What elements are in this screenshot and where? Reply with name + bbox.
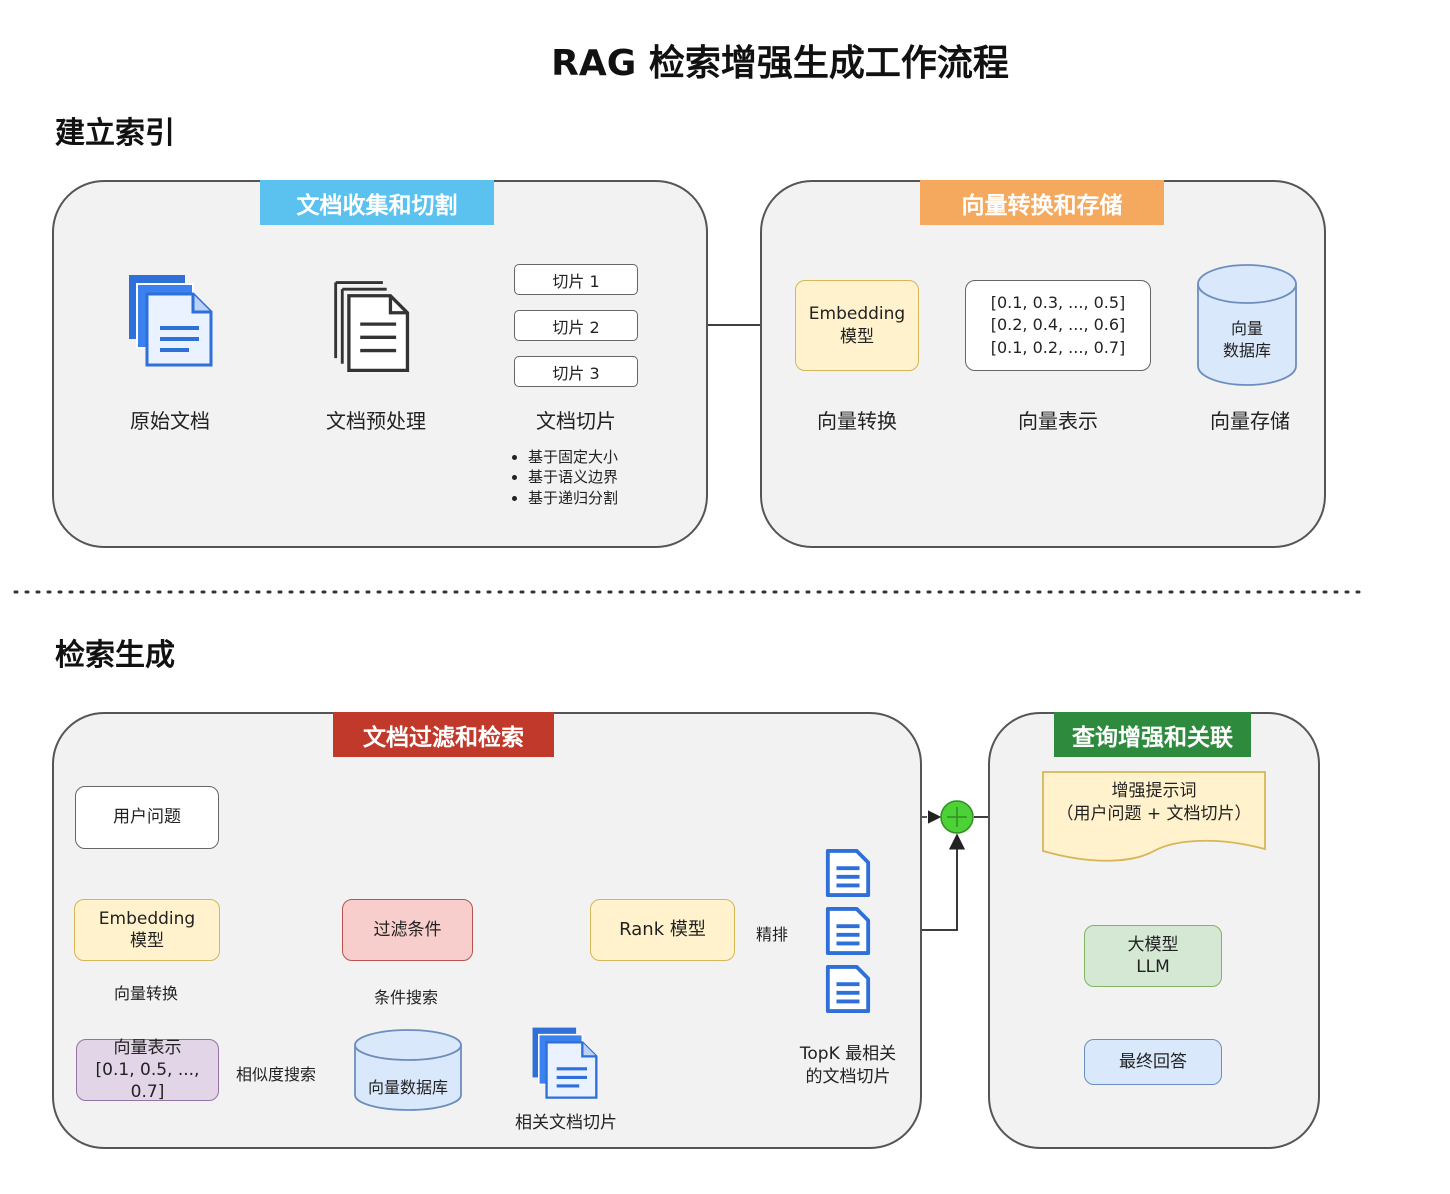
section-heading-indexing: 建立索引 [55,116,175,151]
vector-representation-label: 向量表示 [1018,409,1098,433]
topk-label-line: 的文档切片 [805,1066,891,1087]
vector-conversion-label: 向量转换 [817,409,897,433]
panel-title-query-augmentation: 查询增强和关联 [1054,712,1251,757]
raw-document-icon [129,275,213,367]
preprocess-documents-icon [334,281,410,373]
edge-label-rerank: 精排 [754,921,791,945]
embedding-model-line: 模型 [130,931,164,951]
page-title: RAG 检索增强生成工作流程 [551,43,1009,84]
topk-label: TopK 最相关 的文档切片 [778,1043,918,1089]
chunk-2: 切片 2 [514,310,638,341]
related-chunks-icon [532,1027,598,1099]
augmented-prompt-shape [1042,771,1266,862]
embedding-model-line: 模型 [840,326,874,347]
chunk-3: 切片 3 [514,356,638,387]
vector-representation-box: [0.1, 0.3, ..., 0.5] [0.2, 0.4, ..., 0.6… [965,280,1151,371]
retrieval-vector-database-cylinder [354,1029,462,1111]
section-heading-retrieval: 检索生成 [55,638,175,673]
chunk-method-item: 基于语义边界 [528,467,670,487]
query-vector-line: [0.1, 0.5, ..., 0.7] [95,1059,200,1103]
topk-document-icon [825,907,871,955]
topk-label-line: TopK 最相关 [799,1044,897,1064]
embedding-model-box: Embedding 模型 [795,280,919,371]
user-question-box: 用户问题 [75,786,219,849]
preprocess-label: 文档预处理 [326,409,426,433]
edge-label-vector-conversion: 向量转换 [112,980,181,1004]
related-chunks-label: 相关文档切片 [515,1113,617,1133]
chunks-label: 文档切片 [536,409,616,433]
edge-label-similarity-search: 相似度搜索 [234,1061,319,1085]
embedding-model-line: Embedding [808,304,906,325]
llm-box: 大模型 LLM [1084,925,1222,987]
llm-line: LLM [1136,957,1170,977]
query-vector-box: 向量表示 [0.1, 0.5, ..., 0.7] [76,1037,219,1103]
final-answer-box: 最终回答 [1084,1039,1222,1085]
filter-condition-box: 过滤条件 [342,899,473,961]
vector-line: [0.1, 0.2, ..., 0.7] [990,337,1126,357]
retrieval-embedding-box: Embedding 模型 [74,899,220,961]
merge-plus-icon [940,800,974,834]
topk-document-icon [825,965,871,1013]
vector-line: [0.2, 0.4, ..., 0.6] [990,315,1126,335]
topk-document-icon [825,849,871,897]
panel-title-vector-storage: 向量转换和存储 [920,180,1164,225]
vector-storage-label: 向量存储 [1210,409,1290,433]
chunk-1: 切片 1 [514,264,638,295]
panel-title-document-collection: 文档收集和切割 [260,180,494,225]
embedding-model-line: Embedding [98,908,196,929]
rank-model-box: Rank 模型 [590,899,735,961]
vector-line: [0.1, 0.3, ..., 0.5] [990,292,1126,312]
vector-database-cylinder [1197,264,1297,386]
panel-title-document-filtering: 文档过滤和检索 [333,712,554,757]
chunk-method-item: 基于固定大小 [528,447,670,467]
edge-label-condition-search: 条件搜索 [372,984,441,1008]
chunk-methods-list: 基于固定大小 基于语义边界 基于递归分割 [510,447,670,508]
query-vector-line: 向量表示 [113,1037,182,1058]
raw-document-label: 原始文档 [130,409,210,433]
llm-line: 大模型 [1127,934,1179,955]
chunk-method-item: 基于递归分割 [528,488,670,508]
